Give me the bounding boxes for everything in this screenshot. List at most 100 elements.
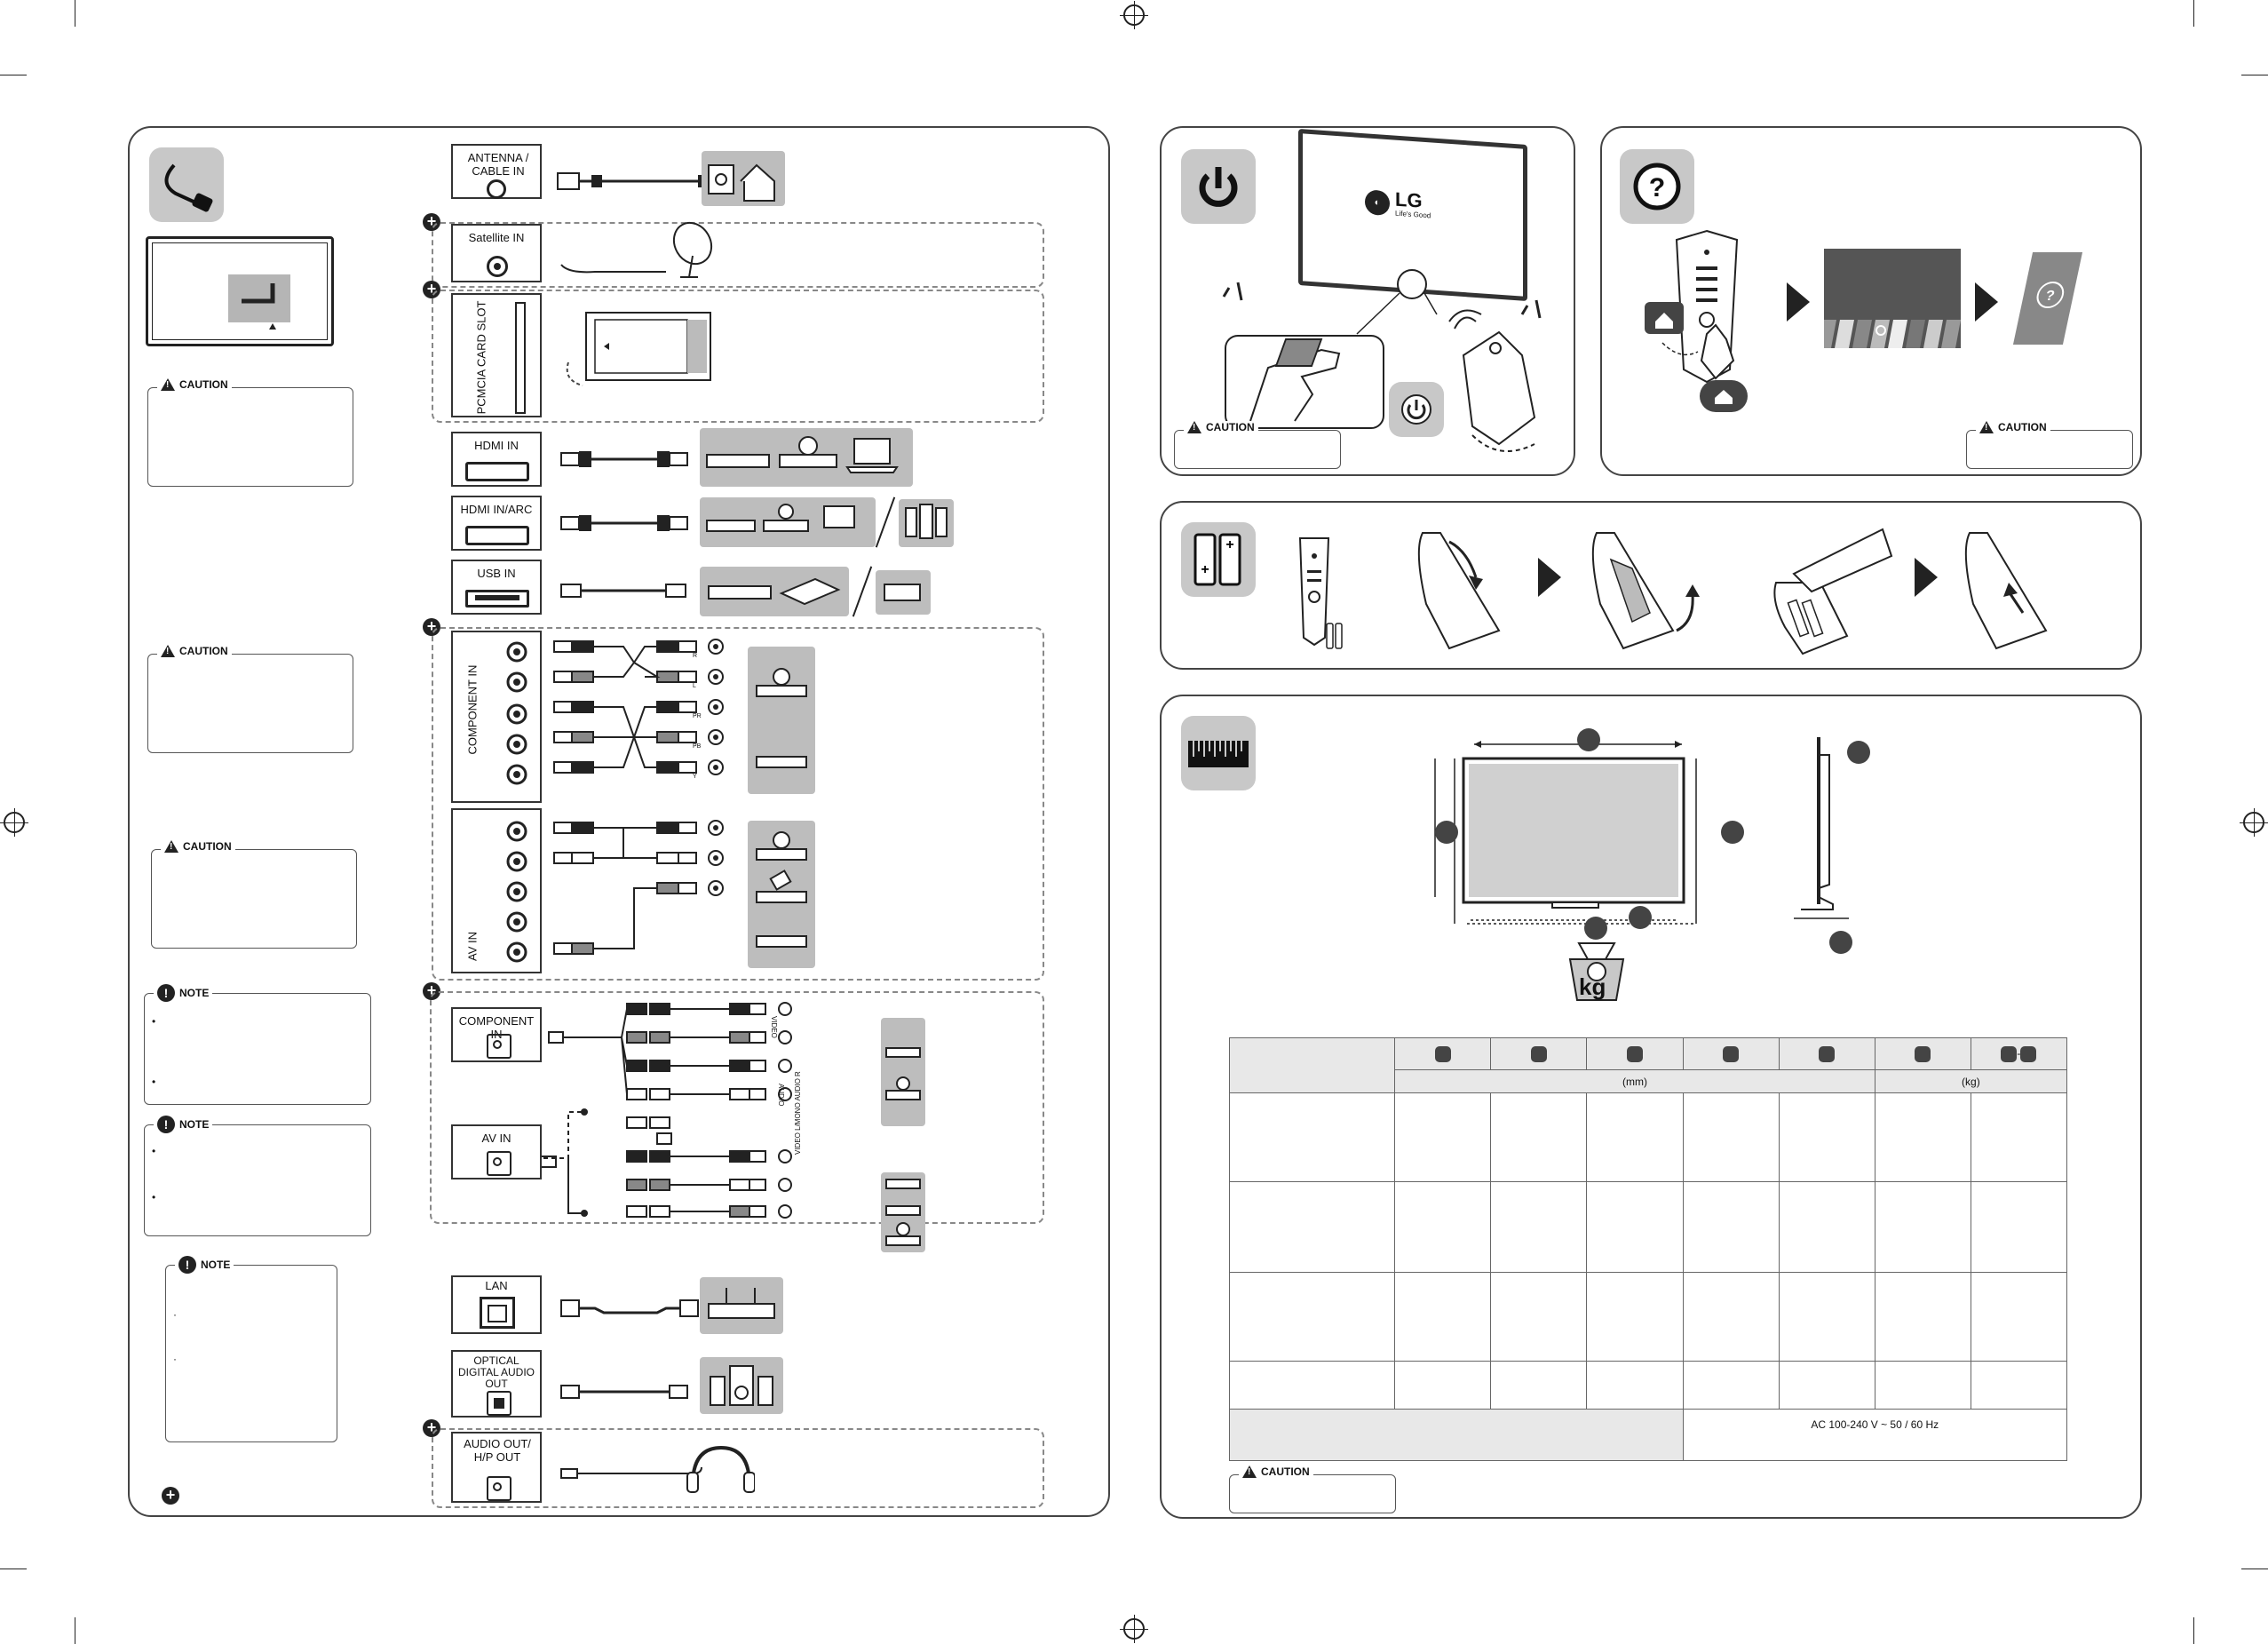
caution-label: CAUTION [1998,421,2047,433]
component-jacks [708,639,724,775]
component-devices [748,647,815,794]
help-caution-box: CAUTION [1966,421,2133,469]
unit-kg: (kg) [1874,1069,2068,1093]
registration-mark-right [2240,808,2268,837]
step-arrow [1787,282,1810,322]
weight-marker-icon [2020,1045,2037,1062]
warning-icon [164,840,178,853]
lan-cable [560,1299,699,1317]
crop-mark [2193,0,2194,27]
weight-marker-icon [2001,1045,2018,1062]
dimension-marker-g [1629,906,1652,929]
remote-power-tile [1389,382,1444,437]
dimension-marker-icon [1723,1045,1740,1062]
component-cables [553,640,697,774]
antenna-wall-device [702,151,785,206]
dimension-marker-icon [1626,1045,1643,1062]
svg-text:?: ? [2044,288,2057,304]
dimension-icon-tile [1181,716,1256,790]
hdmi-arc-cable [560,515,688,531]
note-icon: ! [157,984,175,1002]
hdmi-arc-devices [700,497,876,547]
gender-cables [542,1003,766,1218]
caution-box-2: CAUTION [147,645,353,753]
spec-row-label [1228,1181,1396,1273]
pcmcia-section [432,290,1044,423]
hdmi-arc-port: HDMI IN/ARC [451,496,542,551]
power-icon-tile [1181,149,1256,224]
audio-out-port: AUDIO OUT/ H/P OUT [451,1432,542,1503]
spec-caution-box: CAUTION [1229,1465,1396,1513]
weight-unit-label: kg [1579,973,1606,1000]
dimension-marker-icon [1530,1045,1547,1062]
svg-text:?: ? [1649,173,1665,203]
video-label-vertical: VIDEO [770,1016,778,1038]
router-device [700,1277,783,1334]
svg-text:+: + [1201,562,1209,577]
antenna-port: ANTENNA / CABLE IN [451,144,542,199]
help-panel: ? ? CAUTION [1600,126,2142,476]
power-requirement-value: AC 100-240 V ~ 50 / 60 Hz [1682,1409,2068,1461]
brand-tagline: Life's Good [1395,209,1431,220]
ruler-icon [1188,741,1249,767]
gender-dashed-lines [543,1108,588,1217]
lan-port: LAN [451,1275,542,1334]
unit-mm: (mm) [1394,1069,1875,1093]
caution-box-1: CAUTION [147,378,353,487]
crop-mark [2193,1617,2194,1644]
pcmcia-slot: PCMCIA CARD SLOT [451,293,542,417]
av-in-port-vertical: AV IN [451,808,542,973]
note-box-3: !NOTE · · [165,1256,337,1442]
av-cables [553,822,697,955]
tv-dimension-drawing [1434,737,1849,925]
magic-remote-illustration [1645,229,1739,384]
battery-icon: ++ [1193,533,1241,586]
power-icon [1401,394,1431,425]
satellite-section [432,222,1044,288]
satellite-dish-icon [560,221,713,278]
caution-box-3: CAUTION [151,840,357,949]
gender-jacks [778,1002,792,1219]
home-button-icon [1700,380,1748,412]
note-icon: ! [157,1116,175,1133]
weight-scale-icon: kg [1561,933,1632,1004]
note-label: NOTE [179,1118,210,1131]
specification-panel: kg - (mm) (kg) AC 100-240 V ~ 50 / 60 Hz… [1160,695,2142,1519]
warning-icon [1187,421,1201,433]
power-panel: ◐ LG Life's Good CAUTION [1160,126,1575,476]
tv-back-illustration [146,236,334,346]
audio-out-section [432,1428,1044,1508]
note-label: NOTE [201,1259,231,1271]
battery-step-1 [1417,532,1501,650]
caution-label: CAUTION [179,645,228,657]
remote-with-batteries [1298,537,1343,649]
registration-mark-top [1120,1,1148,29]
caution-label: CAUTION [1261,1465,1310,1478]
caution-label: CAUTION [1206,421,1255,433]
dimension-marker-f [1584,917,1607,940]
connections-panel: CAUTION CAUTION CAUTION !NOTE • • !NOTE … [128,126,1110,1517]
battery-step-3 [1773,528,1893,655]
component-in-port-vertical: COMPONENT IN [451,631,542,803]
usb-stick-device [876,570,931,615]
spec-row-label [1228,1272,1396,1362]
usb-cable [560,584,686,598]
gender-devices-top [881,1018,925,1126]
spec-table: - (mm) (kg) AC 100-240 V ~ 50 / 60 Hz [1228,1037,2068,1461]
component-in-port: COMPONENT IN [451,1007,542,1062]
component-av-section [432,627,1044,981]
audio-label-vertical: AUDIO [777,1084,785,1107]
component-jack-labels: R L PR PB Y [693,653,702,780]
caution-label: CAUTION [179,378,228,391]
spec-header-model [1228,1037,1396,1093]
step-arrow [1975,282,1998,322]
optical-out-port: OPTICAL DIGITAL AUDIO OUT [451,1350,542,1418]
gender-cable-section [430,991,1044,1224]
remote-hand-illustration [1448,309,1536,452]
lg-logo-icon: ◐ [1365,188,1390,216]
note-label: NOTE [179,987,210,999]
power-requirement-label [1229,1409,1684,1461]
registration-mark-left [0,808,28,837]
hdmi-devices [700,428,913,487]
step-arrow [1538,558,1561,597]
